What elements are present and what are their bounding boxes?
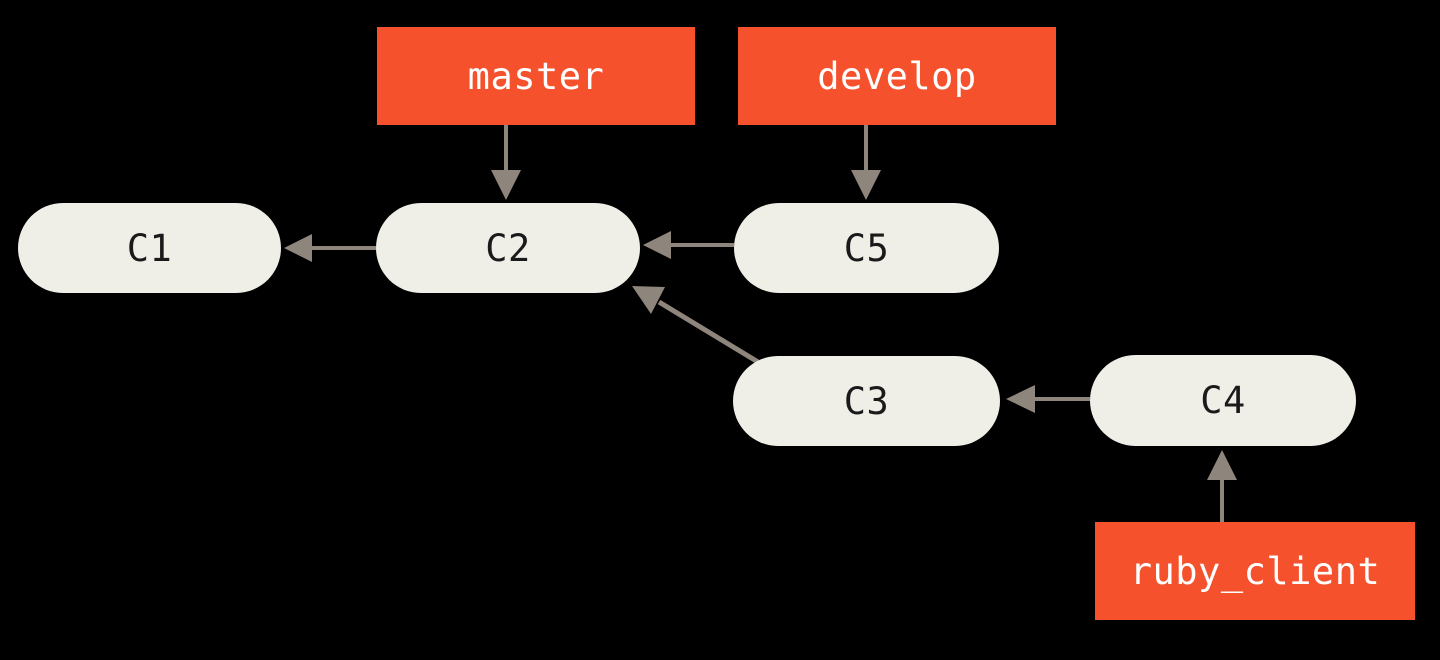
edge-ruby-client-to-c4-arrowhead [1207, 450, 1237, 480]
commit-node-c2[interactable]: C2 [376, 203, 640, 293]
commit-node-c3[interactable]: C3 [733, 356, 1000, 446]
commit-node-c4[interactable]: C4 [1090, 355, 1356, 446]
edge-c2-to-c1-arrowhead [284, 234, 312, 262]
edge-develop-to-c5 [851, 125, 881, 200]
edge-c2-to-c1 [284, 234, 376, 262]
edge-master-to-c2 [491, 125, 521, 200]
edge-c5-to-c2-arrowhead [643, 231, 671, 259]
branch-label-develop-text: develop [817, 54, 977, 98]
commit-label-c5: C5 [843, 226, 890, 270]
edge-c3-to-c2 [632, 286, 760, 365]
edge-master-to-c2-arrowhead [491, 170, 521, 200]
commit-label-c2: C2 [485, 226, 531, 270]
branch-label-ruby-client-text: ruby_client [1129, 549, 1381, 593]
edge-ruby-client-to-c4 [1207, 450, 1237, 522]
edge-c5-to-c2 [643, 231, 734, 259]
branch-label-develop[interactable]: develop [738, 27, 1056, 125]
branch-label-master-text: master [467, 54, 605, 98]
edge-c4-to-c3 [1006, 385, 1090, 413]
edge-c3-to-c2-line [657, 299, 760, 365]
commit-label-c1: C1 [126, 226, 173, 270]
edge-c4-to-c3-arrowhead [1006, 385, 1035, 413]
commit-node-c5[interactable]: C5 [734, 203, 999, 293]
branch-label-master[interactable]: master [377, 27, 695, 125]
edge-c3-to-c2-arrowhead [632, 286, 665, 314]
commit-node-c1[interactable]: C1 [18, 203, 281, 293]
commit-label-c4: C4 [1200, 379, 1246, 422]
edge-develop-to-c5-arrowhead [851, 170, 881, 200]
commit-label-c3: C3 [843, 379, 890, 423]
branch-label-ruby-client[interactable]: ruby_client [1095, 522, 1415, 620]
